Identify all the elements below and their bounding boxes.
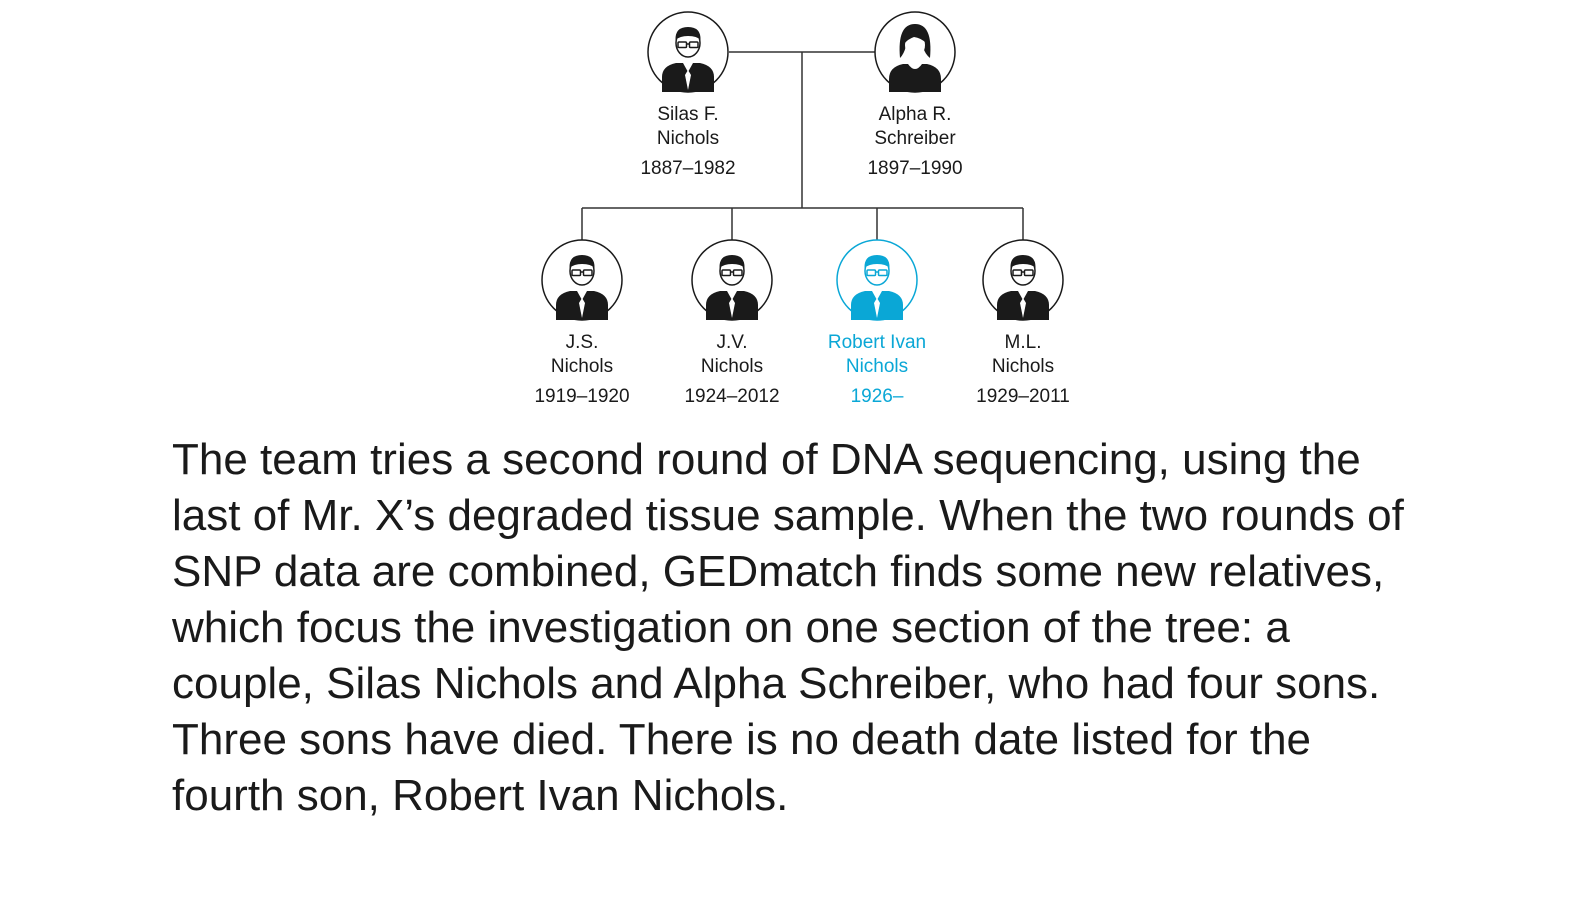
person-years: 1919–1920 [534,386,629,407]
person-name: J.V. [717,332,748,353]
man-icon [647,11,729,93]
person-name: Nichols [846,356,908,377]
person-silas [647,11,729,93]
person-years: 1897–1990 [867,158,962,179]
person-robert [836,239,918,321]
person-label-jv: J.V. Nichols 1924–2012 [684,332,779,407]
man-icon [541,239,623,321]
narrative-paragraph: The team tries a second round of DNA seq… [172,435,1404,820]
person-label-js: J.S. Nichols 1919–1920 [534,332,629,407]
man-icon [836,239,918,321]
woman-icon [874,11,956,93]
person-name: Alpha R. [879,104,952,125]
person-ml [982,239,1064,321]
person-label-silas: Silas F. Nichols 1887–1982 [640,104,735,179]
person-name: Nichols [992,356,1054,377]
person-name: Nichols [551,356,613,377]
person-label-ml: M.L. Nichols 1929–2011 [976,332,1070,407]
person-years: 1929–2011 [976,386,1070,407]
person-name: J.S. [566,332,599,353]
tree-connectors [581,51,1024,240]
person-name: Nichols [657,128,719,149]
family-tree-diagram: Silas F. Nichols 1887–1982 Alpha R. Schr… [534,11,1070,407]
person-name: M.L. [1005,332,1042,353]
person-jv [691,239,773,321]
person-years: 1887–1982 [640,158,735,179]
person-js [541,239,623,321]
person-name: Robert Ivan [828,332,926,353]
person-label-robert: Robert Ivan Nichols 1926– [828,332,926,407]
person-name: Nichols [701,356,763,377]
man-icon [982,239,1064,321]
person-years: 1926– [851,386,904,407]
person-alpha [874,11,956,93]
person-name: Schreiber [874,128,956,149]
person-label-alpha: Alpha R. Schreiber 1897–1990 [867,104,962,179]
person-years: 1924–2012 [684,386,779,407]
man-icon [691,239,773,321]
person-name: Silas F. [657,104,718,125]
